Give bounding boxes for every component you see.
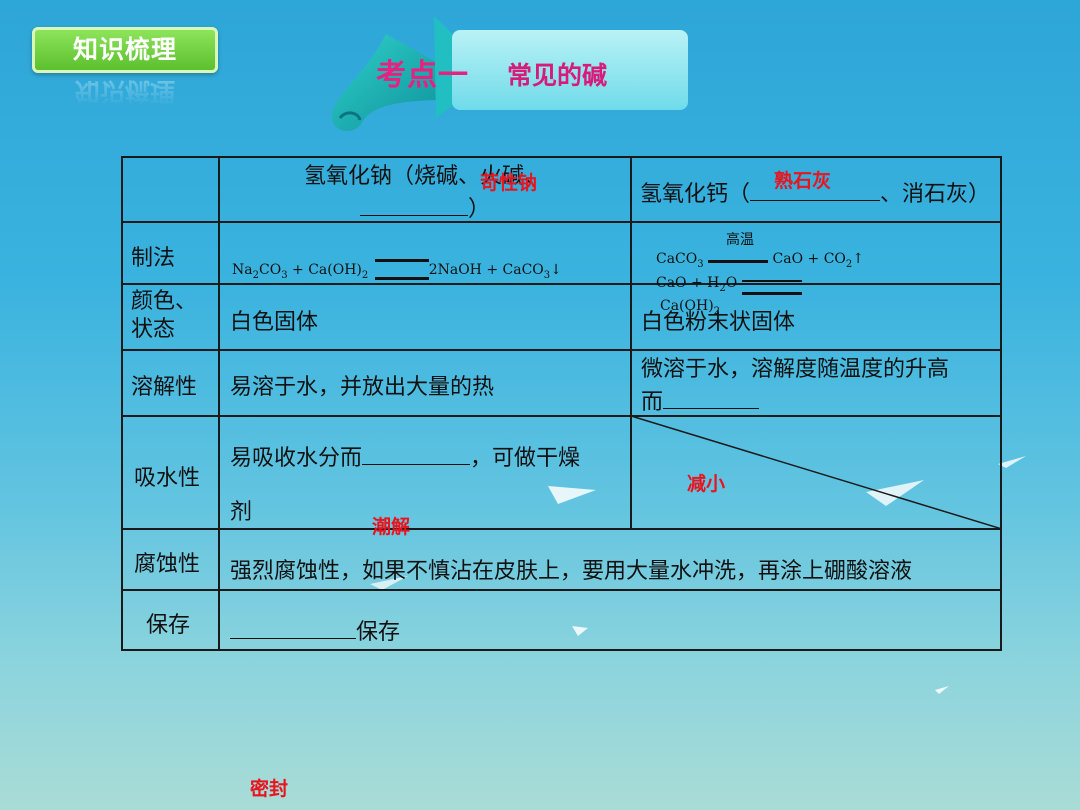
answer-naoh-alias: 苛性钠 (480, 172, 538, 194)
naoh-absorb-line2: 剂 (230, 500, 253, 525)
row-label-solubility: 溶解性 (131, 375, 198, 400)
diagonal-line (631, 416, 1002, 529)
corrosion-text: 强烈腐蚀性，如果不慎沾在皮肤上，要用大量水冲洗，再涂上硼酸溶液 (230, 559, 913, 584)
page-title: 常见的碱 (507, 61, 608, 90)
caoh-equation-2: CaO + H2O (656, 275, 802, 295)
section-badge: 知识梳理 (32, 27, 218, 73)
caoh-equation-condition: 高温 (726, 232, 754, 248)
storage-text: 保存 (230, 614, 400, 646)
header-caoh: 氢氧化钙（、消石灰） (640, 176, 1000, 208)
banner-box (452, 30, 688, 110)
row-label-color: 颜色、状态 (131, 289, 198, 342)
naoh-equation: Na2CO3 + Ca(OH)2 2NaOH + CaCO3↓ (232, 259, 562, 281)
header-naoh: 氢氧化钠（烧碱、火碱、 ） (303, 164, 546, 223)
naoh-solubility: 易溶于水，并放出大量的热 (230, 375, 495, 400)
paper-plane-icon (998, 456, 1026, 468)
paper-plane-icon (866, 480, 924, 506)
answer-storage: 密封 (250, 778, 289, 800)
answer-solubility: 减小 (687, 473, 726, 495)
paper-plane-icon (370, 576, 408, 590)
row-label-corrosion: 腐蚀性 (134, 552, 201, 577)
caoh-color: 白色粉末状固体 (641, 310, 796, 335)
paper-plane-icon (548, 486, 596, 504)
paper-plane-icon (935, 686, 949, 694)
answer-absorb: 潮解 (372, 516, 411, 538)
naoh-absorb: 易吸收水分而，可做干燥 (230, 440, 626, 472)
section-badge-reflection: 知识梳理 (74, 77, 175, 106)
caoh-solubility: 微溶于水，溶解度随温度的升高而 (641, 357, 950, 416)
naoh-color: 白色固体 (230, 310, 319, 335)
answer-caoh-alias: 熟石灰 (774, 170, 832, 192)
comparison-table (121, 156, 1002, 651)
paper-plane-icon (572, 626, 588, 636)
row-label-storage: 保存 (146, 613, 191, 638)
caoh-equation-2-product: Ca(OH)2 (660, 298, 721, 317)
row-label-zhifa: 制法 (131, 246, 176, 271)
caoh-equation-1: CaCO3 CaO + CO2↑ (656, 251, 864, 270)
row-label-absorb: 吸水性 (134, 466, 201, 491)
exam-point-label: 考点一 (376, 58, 469, 93)
